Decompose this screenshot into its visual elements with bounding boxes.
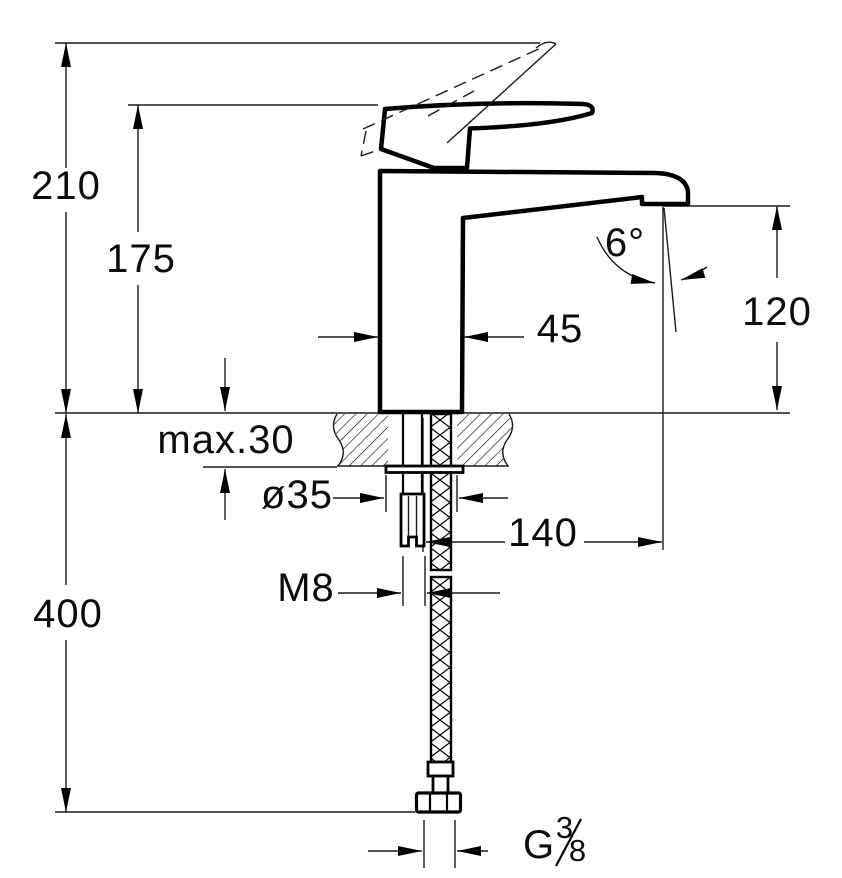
hose-fitting-collar [426, 760, 455, 778]
connector-thread-denominator: 8 [569, 833, 587, 868]
mounting-nut [399, 492, 426, 548]
supply-hose-upper [429, 412, 453, 572]
faucet-body-and-spout [377, 168, 691, 415]
open-handle-lower-edge [446, 43, 557, 144]
open-handle-inner-edge-dashed [427, 90, 475, 117]
hex-connector-nut [414, 791, 463, 814]
countertop-left-hatch [333, 414, 388, 466]
countertop-break-left [332, 413, 344, 467]
dimension-lines [61, 43, 782, 856]
dim-label-hose-length: 400 [33, 592, 103, 636]
spout-angle-annotation [596, 207, 708, 550]
supply-hose-lower [429, 575, 453, 764]
spray-direction-line [663, 207, 677, 333]
dim-label-outlet-reach: 140 [508, 511, 578, 555]
faucet-handle-open-position [360, 41, 557, 157]
countertop-section [332, 413, 514, 467]
dim-label-spout-angle: 6° [605, 221, 645, 265]
dim-label-body-width: 45 [537, 307, 584, 351]
open-handle-tip [535, 41, 557, 49]
mounting-washer [384, 464, 465, 474]
dim-label-connector-thread: G 3 8 [523, 810, 587, 868]
dim-label-outlet-height: 120 [742, 290, 812, 334]
dim-label-stud-thread: M8 [277, 566, 335, 610]
faucet-handle-closed [378, 100, 595, 171]
open-handle-base-dashed [360, 149, 379, 157]
angle-arc-right [680, 266, 708, 281]
dim-label-handle-height: 175 [106, 237, 176, 281]
open-handle-pivot-dashed [360, 130, 367, 157]
connector-thread-numerator: 3 [556, 810, 574, 845]
faucet [360, 41, 691, 415]
countertop-right-hatch [457, 414, 513, 466]
dim-label-overall-height: 210 [31, 164, 101, 208]
countertop-break-right [502, 413, 514, 467]
connector-thread-prefix: G [523, 823, 555, 867]
dimension-labels: 210 175 400 120 max.30 ø35 45 140 M8 6° … [31, 164, 812, 868]
under-counter-assembly [384, 412, 465, 814]
dim-label-deck-thickness: max.30 [157, 418, 294, 462]
angle-arc-left [596, 236, 656, 284]
dim-label-hole-diameter: ø35 [261, 473, 333, 517]
open-handle-upper-edge-dashed [362, 46, 544, 130]
hose-fitting-neck [431, 774, 450, 795]
connector-thread-fraction-slash [555, 818, 582, 867]
